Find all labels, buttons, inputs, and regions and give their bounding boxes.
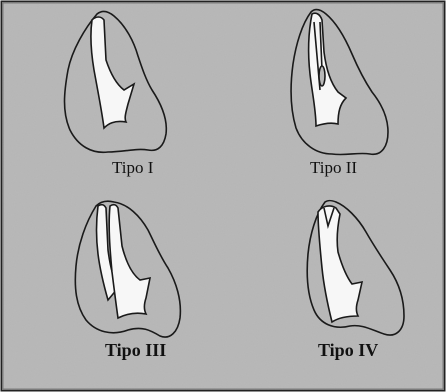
label-type-2: Tipo II [310, 158, 357, 178]
canal-island [319, 66, 325, 86]
label-type-3: Tipo III [105, 340, 166, 361]
label-type-4: Tipo IV [318, 340, 378, 361]
label-type-1: Tipo I [112, 158, 153, 178]
